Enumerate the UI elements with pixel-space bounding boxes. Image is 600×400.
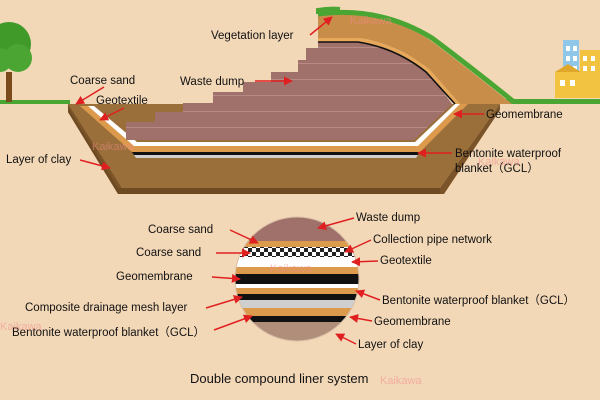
bottom-left-label-4: Bentonite waterproof blanket（GCL） (12, 314, 253, 339)
bottom-left-label-2: Geomembrane (116, 271, 241, 283)
svg-text:Coarse sand: Coarse sand (70, 75, 135, 87)
watermark: Kaikawa (270, 263, 312, 275)
svg-text:Bentonite waterproof: Bentonite waterproof (455, 148, 562, 160)
label-coarse-sand-top: Coarse sand (70, 75, 135, 105)
bottom-right-label-5: Layer of clay (335, 333, 423, 351)
label-layer-of-clay-top: Layer of clay (6, 154, 111, 171)
bottom-right-label-4: Geomembrane (349, 314, 451, 328)
vegetation-grass (317, 9, 516, 104)
svg-text:Layer of clay: Layer of clay (6, 154, 71, 166)
label-geotextile-top: Geotextile (96, 95, 148, 121)
diagram-caption: Double compound liner system (190, 371, 368, 386)
svg-text:Bentonite waterproof blanket（G: Bentonite waterproof blanket（GCL） (382, 294, 575, 307)
grass-left (0, 100, 70, 104)
svg-text:Waste dump: Waste dump (180, 76, 244, 88)
bottom-left-label-0: Coarse sand (148, 224, 259, 244)
svg-text:Geotextile: Geotextile (380, 255, 432, 267)
svg-text:Coarse sand: Coarse sand (148, 224, 213, 236)
svg-text:Waste dump: Waste dump (356, 212, 420, 224)
svg-text:Collection pipe network: Collection pipe network (373, 234, 492, 246)
cover-soil (318, 13, 512, 105)
bottom-right-label-3: Bentonite waterproof blanket（GCL） (355, 289, 575, 307)
bottom-right-label-1: Collection pipe network (344, 234, 492, 253)
svg-text:Bentonite waterproof blanket（G: Bentonite waterproof blanket（GCL） (12, 326, 205, 339)
svg-text:Layer of clay: Layer of clay (358, 339, 423, 351)
watermark: Kaikawa (92, 141, 134, 153)
watermark: Kaikawa (380, 375, 422, 387)
watermark: Kaikawa (478, 156, 520, 168)
label-gcl-top: Bentonite waterproof blanket（GCL） (417, 148, 562, 175)
svg-text:Coarse sand: Coarse sand (136, 247, 201, 259)
svg-text:Geomembrane: Geomembrane (374, 316, 451, 328)
waste-dump (126, 38, 452, 140)
svg-text:Geotextile: Geotextile (96, 95, 148, 107)
svg-text:blanket（GCL）: blanket（GCL） (455, 162, 539, 175)
bottom-left-label-3: Composite drainage mesh layer (25, 295, 243, 314)
tree-icon (0, 22, 32, 102)
watermark: Kaikawa (0, 321, 42, 333)
watermark: Kaikawa (350, 15, 392, 27)
bottom-right-label-0: Waste dump (317, 212, 420, 231)
label-waste-dump-top: Waste dump (180, 76, 293, 88)
svg-text:Geomembrane: Geomembrane (116, 271, 193, 283)
svg-text:Composite drainage mesh layer: Composite drainage mesh layer (25, 302, 188, 314)
label-geomembrane-top: Geomembrane (453, 109, 563, 121)
grass-right (500, 99, 600, 104)
svg-text:Geomembrane: Geomembrane (486, 109, 563, 121)
bottom-left-label-1: Coarse sand (136, 247, 251, 259)
factory-icon (555, 40, 600, 98)
label-vegetation-layer: Vegetation layer (211, 16, 333, 42)
svg-text:Vegetation layer: Vegetation layer (211, 30, 294, 42)
bottom-right-label-2: Geotextile (351, 255, 432, 267)
